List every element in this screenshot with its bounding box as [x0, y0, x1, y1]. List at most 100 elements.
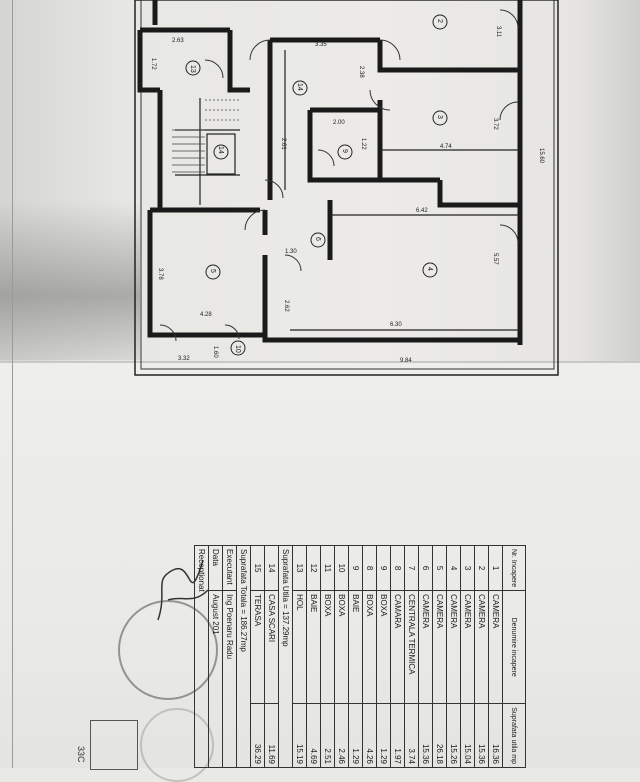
signature [157, 559, 209, 621]
room-number: 2 [436, 19, 443, 23]
staircase [172, 99, 240, 175]
row-number: 3 [460, 545, 475, 591]
date-value: August 201 [208, 590, 223, 768]
dimension-label: 2.61 [280, 138, 286, 150]
interior-lines [175, 50, 520, 331]
room-area: 15.36 [474, 703, 489, 768]
room-number: 10 [234, 345, 241, 353]
row-number: 1 [488, 545, 503, 591]
legend-table-wrap: Nr. Incapere Denumire incapere Suprafata… [80, 545, 526, 768]
dimension-label: 1.72 [150, 58, 156, 70]
row-number: 4 [446, 545, 461, 591]
dimension-label: 4.74 [440, 144, 452, 150]
room-name: CAMERA [418, 590, 433, 704]
room-area: 3.74 [404, 703, 419, 768]
floor-plan: 13 2 3 4 5 14 9 6 10 14 2.63 1.72 3.35 2… [134, 0, 559, 376]
room-name: BAIE [348, 590, 363, 704]
built-total: Suprafata Totala = 186.27mp [236, 545, 251, 768]
room-number: 14 [296, 83, 303, 91]
dimension-label: 3.32 [178, 356, 190, 362]
receptionat-label: Receptionat [194, 545, 209, 768]
corner-text: 33C [76, 746, 86, 763]
dimension-label: 2.62 [283, 300, 289, 312]
sheet-fold [0, 361, 640, 363]
room-area: 15.19 [292, 703, 307, 768]
official-stamp [118, 600, 218, 700]
room-area: 1.97 [390, 703, 405, 768]
room-number: 3 [436, 115, 443, 119]
header-row: Nr. Incapere Denumire incapere Suprafata… [502, 545, 526, 768]
dimension-label: 9.84 [400, 358, 412, 364]
room-name: CAMERA [446, 590, 461, 704]
room-markers [185, 14, 448, 356]
dimension-label: 6.30 [390, 322, 402, 328]
room-number: 5 [209, 269, 216, 273]
room-area: 1.29 [376, 703, 391, 768]
room-name: CAMARA [390, 590, 405, 704]
room-number: 14 [217, 146, 224, 154]
row-number: 8 [390, 545, 405, 591]
row-number: 8 [362, 545, 377, 591]
room-area: 4.26 [362, 703, 377, 768]
date-label: Data [208, 545, 223, 591]
room-name: BOXA [320, 590, 335, 704]
room-name: BAIE [306, 590, 321, 704]
legend-table: Nr. Incapere Denumire incapere Suprafata… [194, 545, 526, 768]
room-name: BOXA [376, 590, 391, 704]
inner-boundary [140, 0, 555, 370]
room-name: CAMERA [488, 590, 503, 704]
room-number: 6 [314, 237, 321, 241]
row-number: 15 [250, 545, 265, 591]
executant-label: Executant [222, 545, 237, 591]
room-number: 9 [341, 149, 348, 153]
row-number: 9 [348, 545, 363, 591]
dimension-label: 3.72 [492, 118, 498, 130]
built-total-row: Suprafata Totala = 186.27mp [236, 545, 251, 768]
room-name: CAMERA [474, 590, 489, 704]
room-area: 4.69 [306, 703, 321, 768]
util-total-row: Suprafata Utila = 137.29mp [278, 545, 293, 768]
header-nr: Nr. Incapere [502, 545, 526, 591]
executant-row: Executant Ing Poenaru Radu [222, 545, 237, 768]
row-number: 5 [432, 545, 447, 591]
dimension-label: 1.22 [360, 138, 366, 150]
row-number: 6 [418, 545, 433, 591]
header-area: Suprafata utila mp [502, 703, 526, 768]
row-number: 14 [264, 545, 279, 591]
executant-name: Ing Poenaru Radu [222, 590, 237, 768]
room-area: 2.51 [320, 703, 335, 768]
room-name: CAMERA [460, 590, 475, 704]
dimension-label: 1.60 [212, 346, 218, 358]
date-row: Data August 201 [208, 545, 223, 768]
dimension-label: 2.63 [172, 38, 184, 44]
room-area: 36.29 [250, 703, 265, 768]
walls [137, 0, 523, 345]
dimension-label: 15.60 [538, 148, 544, 164]
room-area: 26.18 [432, 703, 447, 768]
row-number: 10 [334, 545, 349, 591]
header-name: Denumire incapere [502, 590, 526, 704]
room-area: 15.36 [418, 703, 433, 768]
room-area: 1.29 [348, 703, 363, 768]
room-area: 15.04 [460, 703, 475, 768]
dimension-label: 3.35 [315, 42, 327, 48]
room-name: TERASA [250, 590, 265, 704]
row-number: 7 [404, 545, 419, 591]
receptionat-row: Receptionat [194, 545, 209, 768]
door-swings [159, 9, 519, 342]
scan-lower-sheet [0, 362, 640, 768]
